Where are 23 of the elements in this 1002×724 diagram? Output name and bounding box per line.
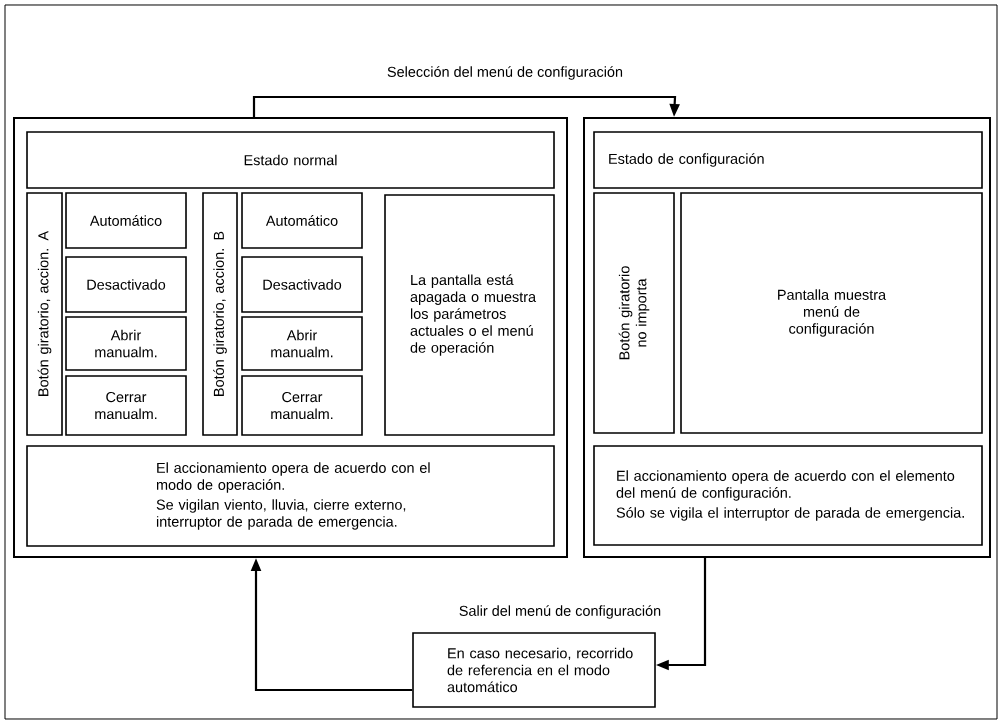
text-box: Automático: [241, 192, 363, 249]
arrow: [252, 95, 680, 117]
text-box: Cerrar manualm.: [241, 375, 363, 436]
text-box: Estado normal: [26, 131, 555, 189]
state-panel: [13, 117, 568, 558]
text-box: En caso necesario, recorrido de referencia en el modo automático: [412, 632, 656, 708]
edge-label: Selección del menú de configuración: [384, 64, 626, 82]
vertical-label-box: Botón giratorio, accion. A: [26, 192, 63, 436]
text-box: Desactivado: [65, 256, 187, 313]
text-box: Desactivado: [241, 256, 363, 313]
edge-label: Salir del menú de configuración: [456, 603, 664, 621]
text-box: Pantalla muestra menú de configuración: [680, 192, 983, 434]
text-box: Abrir manualm.: [241, 316, 363, 371]
text-box: El accionamiento opera de acuerdo con el elemento del menú de configuración. Sólo se vigila el interruptor de parada de emergencia.: [593, 445, 983, 546]
text-box: Estado de configuración: [593, 131, 983, 189]
vertical-label-box: Botón giratorio, accion. B: [202, 192, 238, 436]
vertical-label-box: Botón giratorio no importa: [593, 192, 675, 434]
state-panel: [583, 117, 991, 558]
text-box: Cerrar manualm.: [65, 375, 187, 436]
text-box: El accionamiento opera de acuerdo con el modo de operación. Se vigilan viento, lluvia, cierre externo, interruptor de parada de emergencia.: [26, 445, 555, 547]
text-box: La pantalla está apagada o muestra los parámetros actuales o el menú de operación: [384, 194, 555, 436]
text-box: Abrir manualm.: [65, 316, 187, 371]
text-box: Automático: [65, 192, 187, 249]
